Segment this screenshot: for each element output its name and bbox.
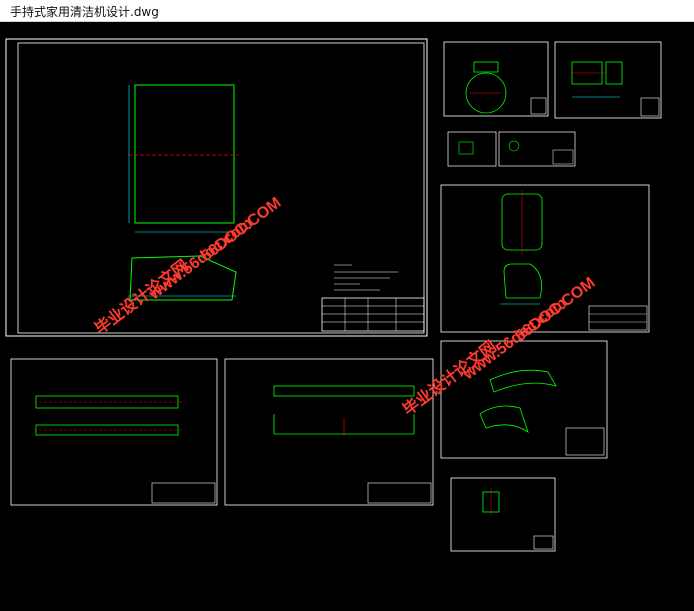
- window-title: 手持式家用清洁机设计.dwg: [10, 5, 159, 19]
- sheet-long-rod-1[interactable]: [10, 358, 218, 506]
- sheet-cap-part[interactable]: [450, 477, 556, 552]
- sheet-handle-part[interactable]: [440, 184, 650, 333]
- watermark-cn-text: 毕业设计论文网: [91, 256, 192, 339]
- watermark-cn-text-2: 毕业设计论文网: [399, 337, 500, 420]
- sheet-small-pair[interactable]: [447, 131, 576, 167]
- sheet-bracket-part[interactable]: [554, 41, 662, 119]
- window-titlebar[interactable]: 手持式家用清洁机设计.dwg: [0, 0, 694, 22]
- watermark-site-text-alt: 56DOC.COM: [198, 194, 284, 265]
- watermark-site-text-alt-2: 56DOC.COM: [512, 274, 598, 345]
- sheet-main-housing[interactable]: [5, 38, 428, 337]
- sheet-disc-part[interactable]: [443, 41, 549, 117]
- cad-model-space[interactable]: www.56doc.com 56DOC.COM 毕业设计论文网 www.56do…: [0, 22, 694, 611]
- sheet-nozzle-part[interactable]: [440, 340, 608, 459]
- sheet-long-rod-2[interactable]: [224, 358, 434, 506]
- cad-drawing-canvas[interactable]: www.56doc.com 56DOC.COM 毕业设计论文网 www.56do…: [0, 22, 694, 611]
- watermark-group-left: www.56doc.com 56DOC.COM 毕业设计论文网: [91, 194, 284, 338]
- watermark-group-right: www.56doc.com 56DOC.COM 毕业设计论文网: [399, 274, 598, 419]
